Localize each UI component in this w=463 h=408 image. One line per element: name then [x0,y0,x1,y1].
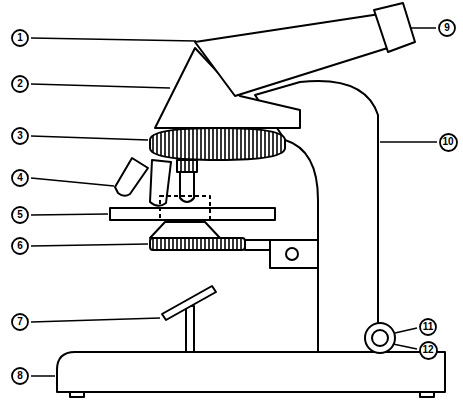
callout-circle: 8 [11,367,29,385]
focus-knob [365,323,395,353]
callout-number: 9 [444,23,450,33]
circle-outline [439,20,455,36]
callout-circle: 12 [419,341,438,360]
circle-outline [420,342,437,359]
objective [115,158,148,196]
callout-number: 3 [17,131,23,141]
slide-area [160,196,210,220]
circle-outline [12,170,28,186]
leader-line [31,38,196,41]
callout-number: 12 [422,345,433,355]
circle-outline [12,30,28,46]
callout-number: 5 [17,210,23,220]
stage-holder [270,240,318,268]
callout-circle: 2 [11,75,29,93]
leader-line [380,141,437,143]
callout-circle: 1 [11,29,29,47]
callout-number: 2 [17,79,23,89]
base [57,352,445,392]
circle-outline [12,128,28,144]
circle-outline [12,368,28,384]
leader-line [31,214,108,215]
callout-circle: 7 [11,313,29,331]
circle-outline [12,314,28,330]
leader-line [410,27,436,29]
callout-circle: 6 [11,237,29,255]
foot [70,392,84,397]
objective [180,172,194,202]
condenser [150,222,220,238]
callout-circle: 9 [438,19,456,37]
leader-line [31,136,148,140]
circle-outline [420,319,436,335]
leader-line [395,328,417,333]
foot [420,392,434,397]
callout-number: 11 [423,322,434,332]
circle-outline [12,76,28,92]
objective [150,160,171,206]
callout-number: 6 [17,241,23,251]
mirror [162,286,216,320]
callout-circle: 4 [11,169,29,187]
focus-knob-inner [372,330,388,346]
condenser-ring [150,238,245,250]
leader-line [31,244,148,246]
mirror-post [186,306,194,352]
callout-number: 7 [17,317,23,327]
leader-line [31,318,160,322]
circle-outline [440,134,457,151]
leader-line [31,178,114,186]
stage-knob [286,248,298,260]
callout-circle: 11 [419,318,437,336]
callout-number: 4 [17,173,23,183]
callout-number: 10 [442,137,453,147]
callout-number: 8 [17,371,23,381]
condenser-bracket [245,240,270,250]
leader-line [31,84,170,88]
eyepiece [374,3,415,52]
objective-ring [177,160,197,172]
callout-circle: 5 [11,206,29,224]
circle-outline [12,207,28,223]
leader-line [31,375,55,377]
eyepiece-tube [195,14,394,96]
stage-plate [110,208,275,220]
callout-number: 1 [17,33,23,43]
callout-circle: 3 [11,127,29,145]
circle-outline [12,238,28,254]
callout-circle: 10 [439,133,458,152]
leader-line [393,344,417,349]
nosepiece [150,128,285,160]
